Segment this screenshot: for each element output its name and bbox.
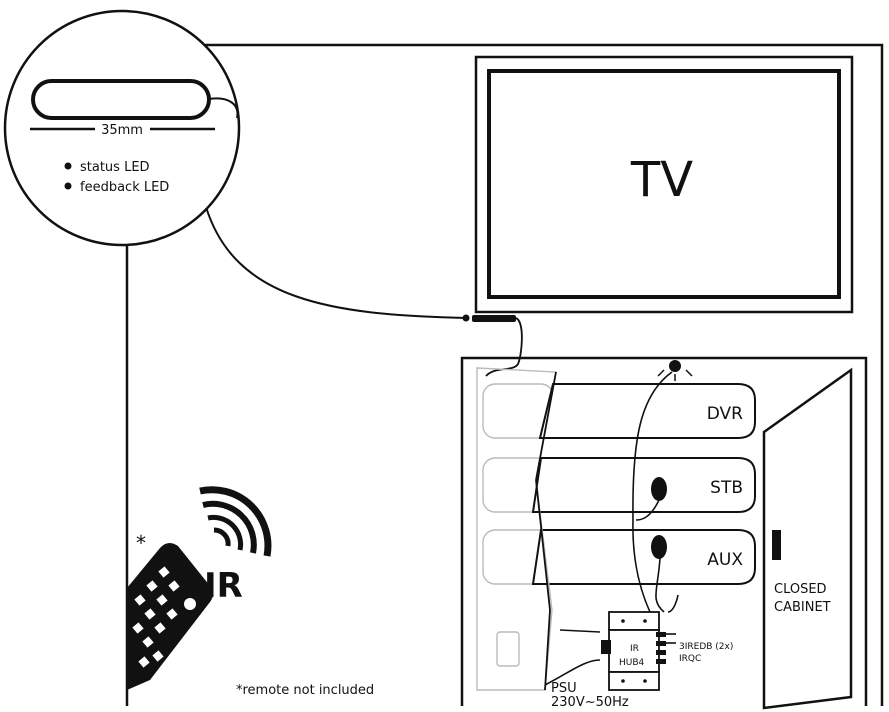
tv: TV <box>474 55 854 314</box>
emitter-stb <box>651 477 667 501</box>
hub-name-line2: HUB4 <box>619 658 645 668</box>
shelf-label-dvr: DVR <box>707 404 743 424</box>
dimension-label: 35mm <box>101 123 143 138</box>
psu-plug <box>496 631 520 667</box>
door-label-line1: CLOSED <box>774 582 827 597</box>
blaster-emitter <box>669 360 681 372</box>
door-handle <box>772 530 781 560</box>
cabinet-door: CLOSED CABINET <box>762 367 853 710</box>
cable-joint <box>462 314 470 322</box>
sensor-cable <box>205 206 467 319</box>
emitter-aux <box>651 535 667 559</box>
remote-control: * <box>127 531 213 690</box>
emitter-wiring <box>632 371 679 613</box>
remote-asterisk: * <box>136 531 146 555</box>
shelf-aux <box>531 529 756 585</box>
hub-cables <box>544 629 676 686</box>
door-label-line2: CABINET <box>774 600 831 615</box>
shelf-dvr <box>538 383 756 439</box>
ir-signal-label: IR <box>204 566 243 606</box>
psu-voltage: 230V~50Hz <box>551 695 629 710</box>
shelf-stb <box>531 457 756 513</box>
sensor-cable-down <box>485 317 523 377</box>
sensor-detail-outline <box>31 79 211 120</box>
hub-receiver-port <box>601 640 611 654</box>
blaster-rays <box>657 369 693 381</box>
legend-status-led: status LED <box>80 160 150 175</box>
ir-hub: IR HUB4 <box>601 611 666 691</box>
hub-output-blaster: IRQC <box>679 654 701 664</box>
shelf-label-aux: AUX <box>707 550 743 570</box>
ir-signal-waves <box>199 486 272 557</box>
legend-feedback-led: feedback LED <box>80 180 169 195</box>
tv-label: TV <box>630 152 693 208</box>
sensor-zoom-callout: 35mm status LED feedback LED <box>3 9 241 247</box>
ir-receiver-sensor <box>472 315 516 322</box>
psu-label: PSU <box>551 681 577 696</box>
hub-name-line1: IR <box>630 644 639 654</box>
cabinet: DVR STB AUX <box>460 356 868 706</box>
hub-output-emitters: 3IREDB (2x) <box>679 642 733 652</box>
shelf-label-stb: STB <box>710 478 743 498</box>
remote-footnote: *remote not included <box>236 683 374 698</box>
